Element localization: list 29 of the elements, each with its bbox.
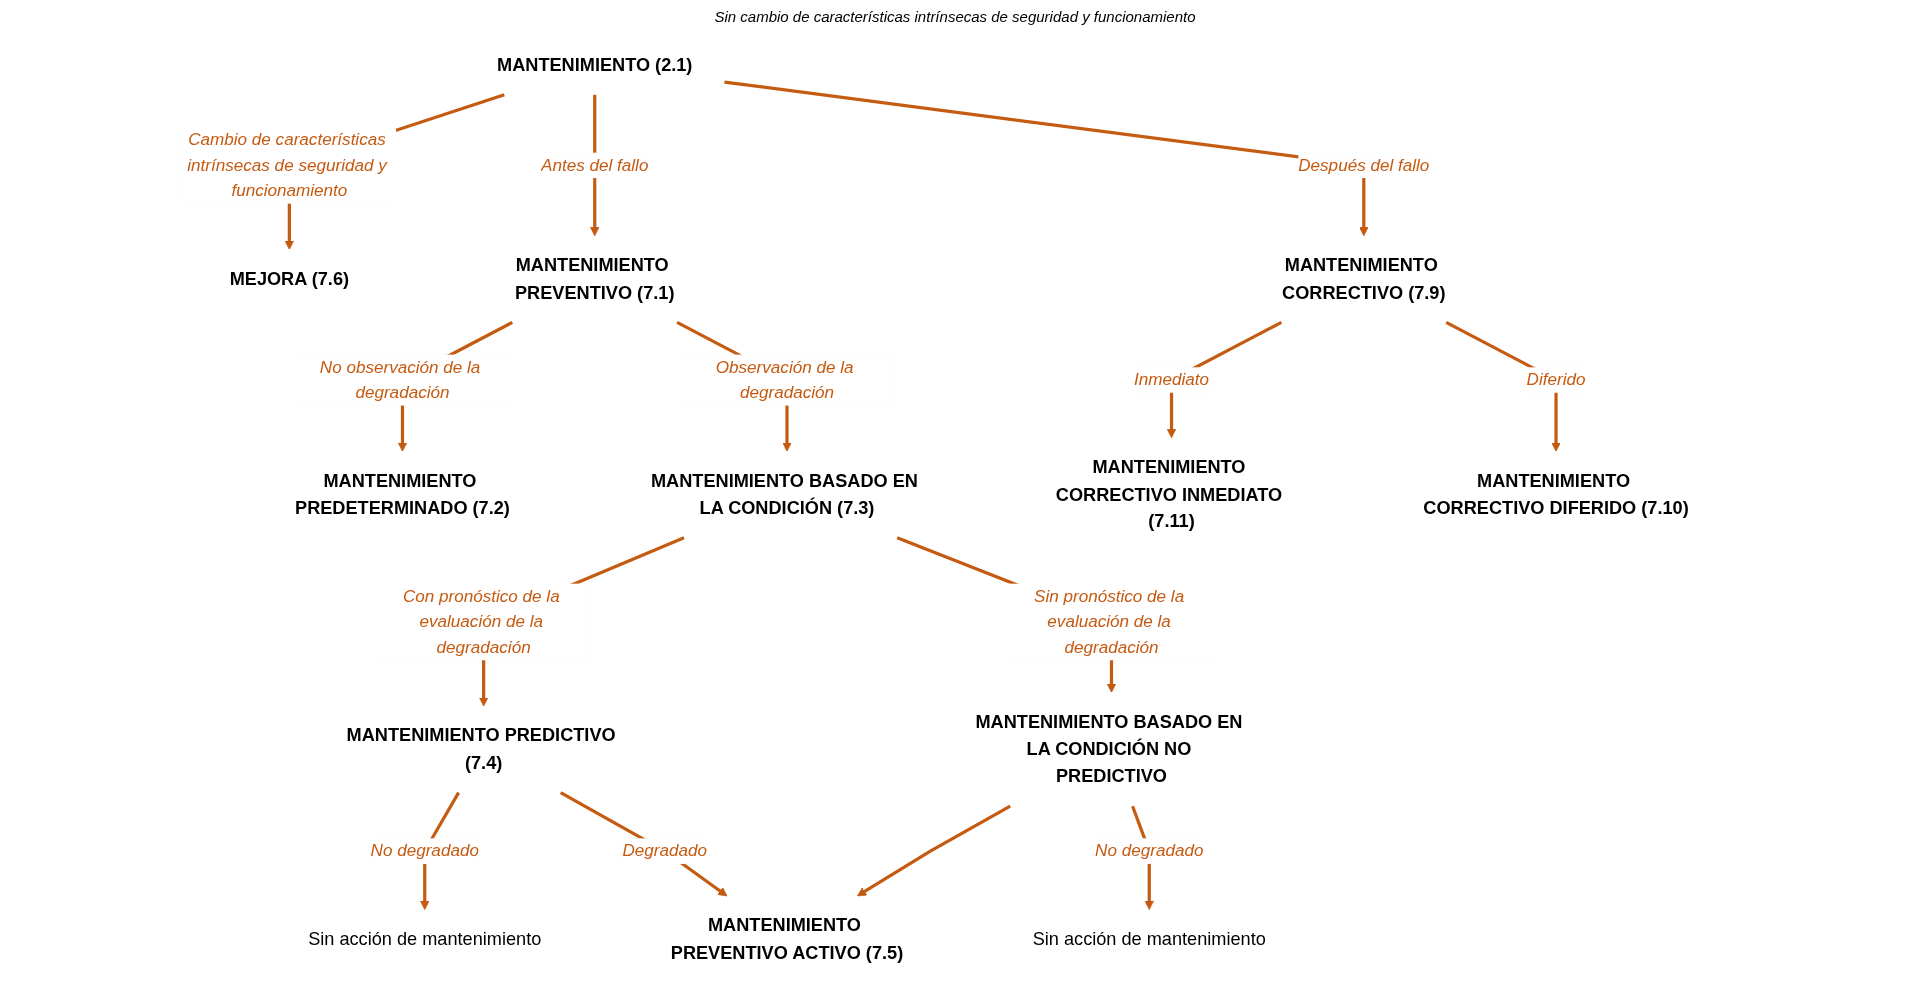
edge-label: Después del fallo — [1298, 155, 1430, 174]
node-text: MANTENIMIENTO PREDICTIVO (7.4) — [346, 725, 616, 773]
node-text: MANTENIMIENTO CORRECTIVO (7.9) — [1282, 255, 1446, 303]
node-text: MEJORA (7.6) — [229, 268, 350, 289]
node-text: Sin acción de mantenimiento — [1032, 928, 1267, 950]
edge-label: Inmediato — [1134, 370, 1210, 389]
edge-label: Observación de la degradación — [716, 357, 854, 402]
edge-label: Cambio de características intrínsecas de seguridad y funcionamiento — [187, 130, 387, 200]
node-text: MANTENIMIENTO CORRECTIVO DIFERIDO (7.10) — [1423, 470, 1689, 519]
node-text: Sin acción de mantenimiento — [308, 928, 542, 950]
node-text: MANTENIMIENTO BASADO EN LA CONDICIÓN (7.3) — [651, 470, 919, 519]
arrow — [724, 80, 1369, 237]
edge-label: Degradado — [622, 841, 708, 860]
edge-label: Antes del fallo — [541, 155, 649, 174]
edge-label: No observación de la degradación — [320, 357, 481, 402]
edge-label: No degradado — [370, 841, 480, 860]
edge-label: Con pronóstico de la evaluación de la degradación — [403, 586, 560, 657]
arrow — [857, 804, 1012, 897]
branch-note: Sin cambio de características intrínsecas de seguridad y funcionamiento — [714, 8, 1196, 25]
edge-label: Sin pronóstico de la evaluación de la degradación — [1034, 586, 1185, 657]
node-text: MANTENIMIENTO (2.1) — [497, 54, 693, 76]
node-text: MANTENIMIENTO PREDETERMINADO (7.2) — [295, 470, 511, 519]
node-text: MANTENIMIENTO BASADO EN LA CONDICIÓN NO PREDICTIVO — [975, 711, 1243, 787]
edge-label: Diferido — [1526, 370, 1586, 389]
node-text: MANTENIMIENTO PREVENTIVO ACTIVO (7.5) — [671, 915, 904, 963]
edge-label: No degradado — [1095, 841, 1204, 860]
arrow — [560, 791, 728, 897]
node-text: MANTENIMIENTO PREVENTIVO (7.1) — [515, 255, 675, 303]
node-text: MANTENIMIENTO CORRECTIVO INMEDIATO (7.11) — [1056, 456, 1283, 532]
